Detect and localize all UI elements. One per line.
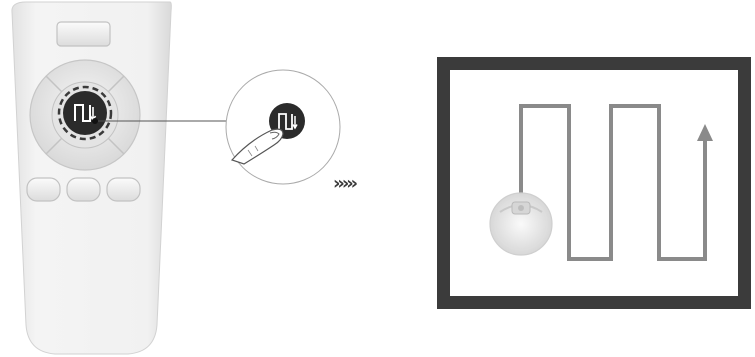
bottom-button-left[interactable] xyxy=(27,178,60,201)
remote-control xyxy=(12,2,171,354)
zigzag-mode-button[interactable] xyxy=(59,87,111,139)
chevrons-right-icon: ››››› xyxy=(333,172,405,196)
callout xyxy=(226,70,340,184)
bottom-button-right[interactable] xyxy=(107,178,140,201)
room-wall xyxy=(444,64,745,303)
robot-vacuum-icon xyxy=(490,193,552,255)
room xyxy=(444,64,745,303)
bottom-button-middle[interactable] xyxy=(67,178,100,201)
top-button[interactable] xyxy=(57,22,110,46)
